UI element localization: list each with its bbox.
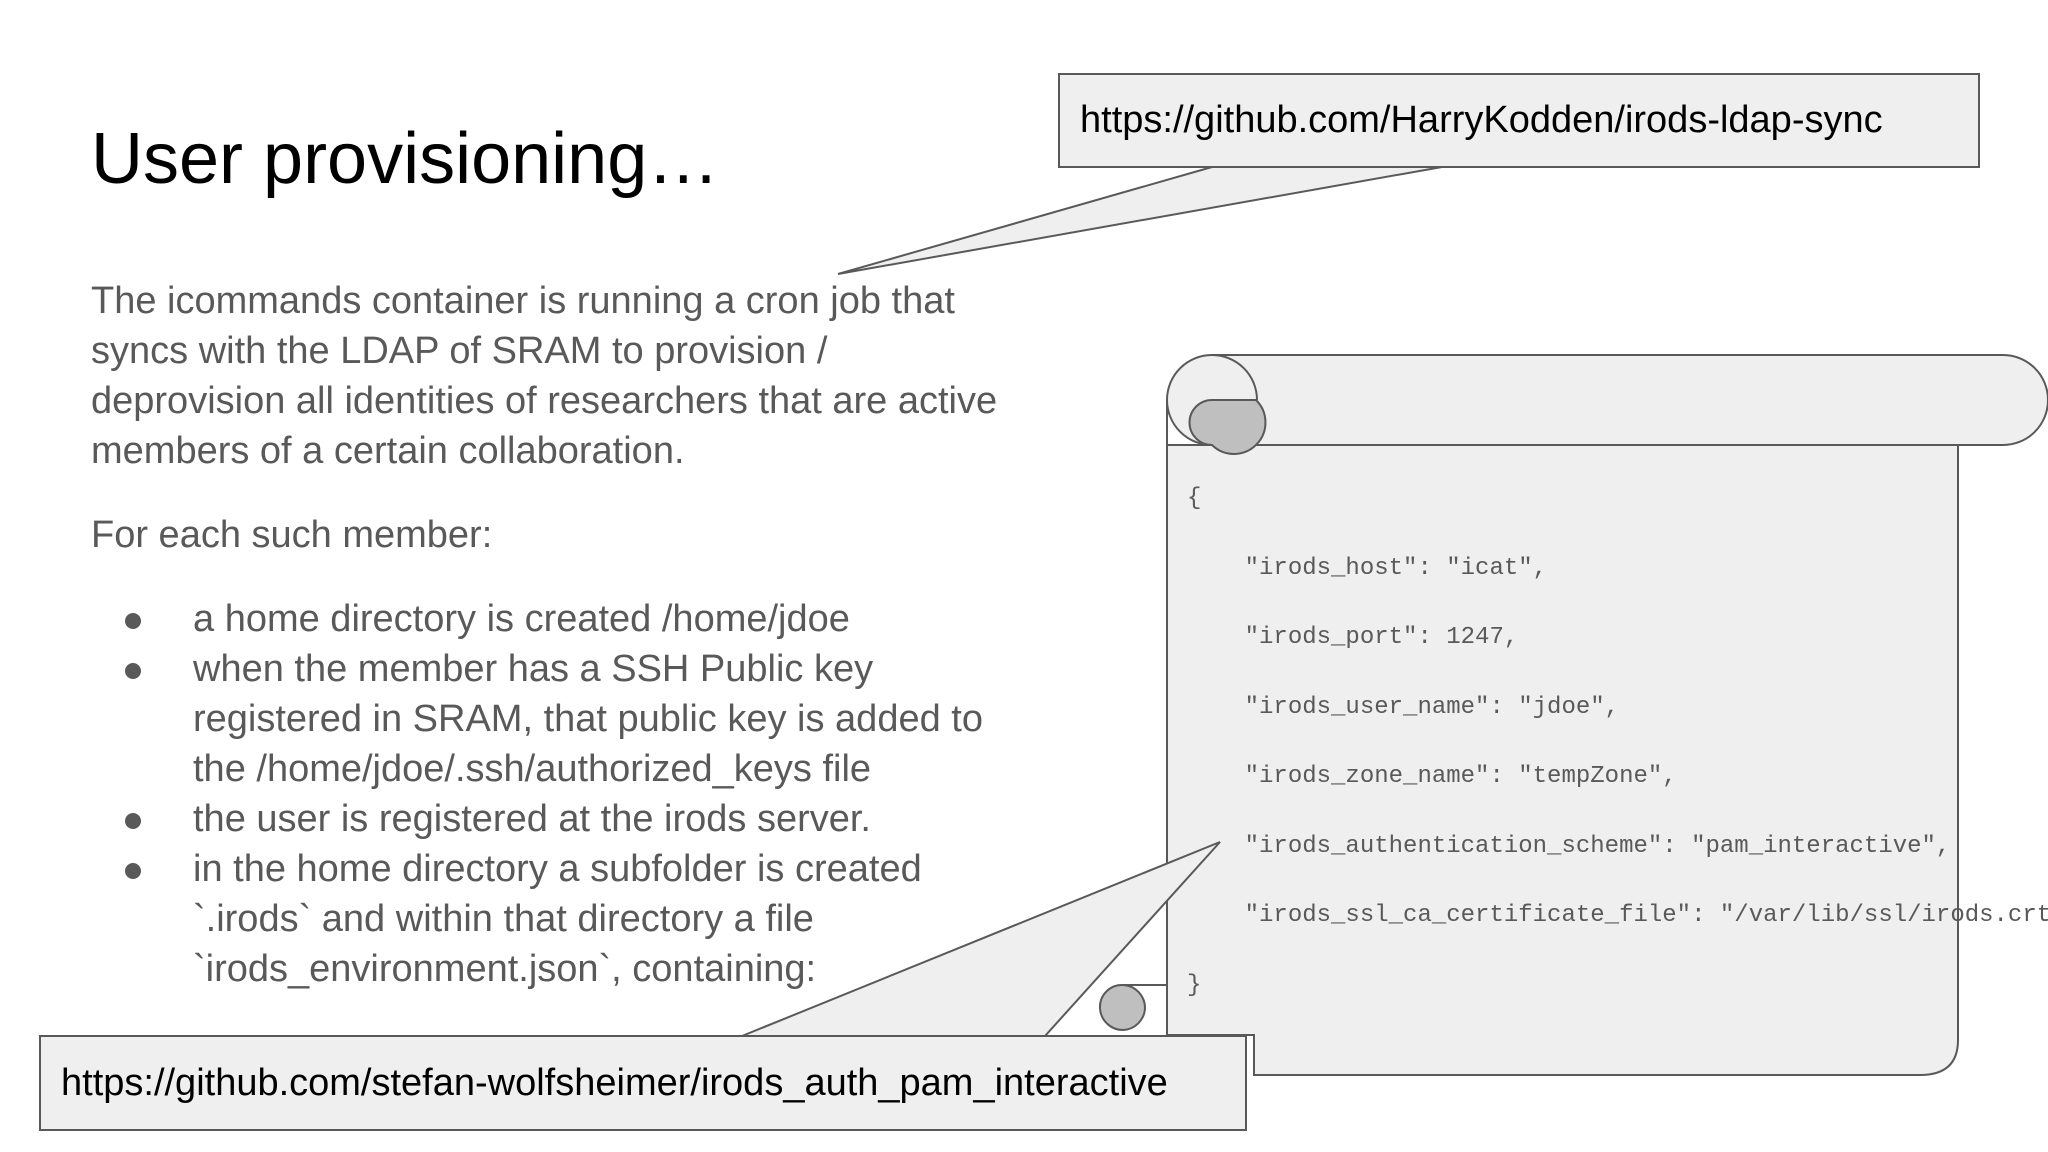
list-item-text: when the member has a SSH Public key reg… xyxy=(193,648,983,790)
bullet-icon xyxy=(125,813,141,829)
ldap-sync-url-callout: https://github.com/HarryKodden/irods-lda… xyxy=(1058,73,1980,168)
code-line: } xyxy=(1187,971,1202,999)
irods-environment-json: { "irods_host": "icat", "irods_port": 12… xyxy=(1187,464,2048,1020)
bottom-callout-tail xyxy=(741,841,1221,1037)
intro-paragraph: The icommands container is running a cro… xyxy=(91,280,998,472)
scroll-top-curl-icon xyxy=(1188,399,1267,455)
member-steps-list: a home directory is created /home/jdoe w… xyxy=(91,594,1041,994)
bullet-icon xyxy=(125,863,141,879)
for-each-label: For each such member: xyxy=(91,514,493,556)
slide-body: The icommands container is running a cro… xyxy=(91,276,1041,994)
list-item-text: in the home directory a subfolder is cre… xyxy=(193,848,922,990)
code-line: "irods_zone_name": "tempZone", xyxy=(1187,763,1677,790)
scroll-body xyxy=(1166,400,1959,1076)
bullet-icon xyxy=(125,663,141,679)
list-item-text: the user is registered at the irods serv… xyxy=(193,798,871,840)
list-item: a home directory is created /home/jdoe xyxy=(91,594,1041,644)
code-line: "irods_ssl_ca_certificate_file": "/var/l… xyxy=(1187,902,2048,929)
scroll-top-curl-edge xyxy=(1211,354,1258,401)
code-line: { xyxy=(1187,485,1202,512)
scroll-bottom-curl-icon xyxy=(1098,983,1167,1032)
code-line: "irods_user_name": "jdoe", xyxy=(1187,693,1620,721)
list-item: when the member has a SSH Public key reg… xyxy=(91,644,1041,794)
ldap-sync-url: https://github.com/HarryKodden/irods-lda… xyxy=(1080,99,1883,141)
top-callout-tail xyxy=(837,166,1443,275)
list-item: in the home directory a subfolder is cre… xyxy=(91,844,1041,994)
scroll-shape xyxy=(1098,354,2048,1076)
code-line: "irods_host": "icat", xyxy=(1187,554,1548,582)
code-line: "irods_port": 1247, xyxy=(1187,624,1519,651)
scroll-top-roll xyxy=(1166,354,2048,446)
list-item: the user is registered at the irods serv… xyxy=(91,794,1041,844)
slide-title: User provisioning… xyxy=(91,119,720,199)
pam-interactive-url: https://github.com/stefan-wolfsheimer/ir… xyxy=(61,1061,1168,1104)
code-line: "irods_authentication_scheme": "pam_inte… xyxy=(1187,832,1951,860)
pam-interactive-url-callout: https://github.com/stefan-wolfsheimer/ir… xyxy=(39,1035,1247,1131)
list-item-text: a home directory is created /home/jdoe xyxy=(193,598,850,640)
bullet-icon xyxy=(125,613,141,629)
